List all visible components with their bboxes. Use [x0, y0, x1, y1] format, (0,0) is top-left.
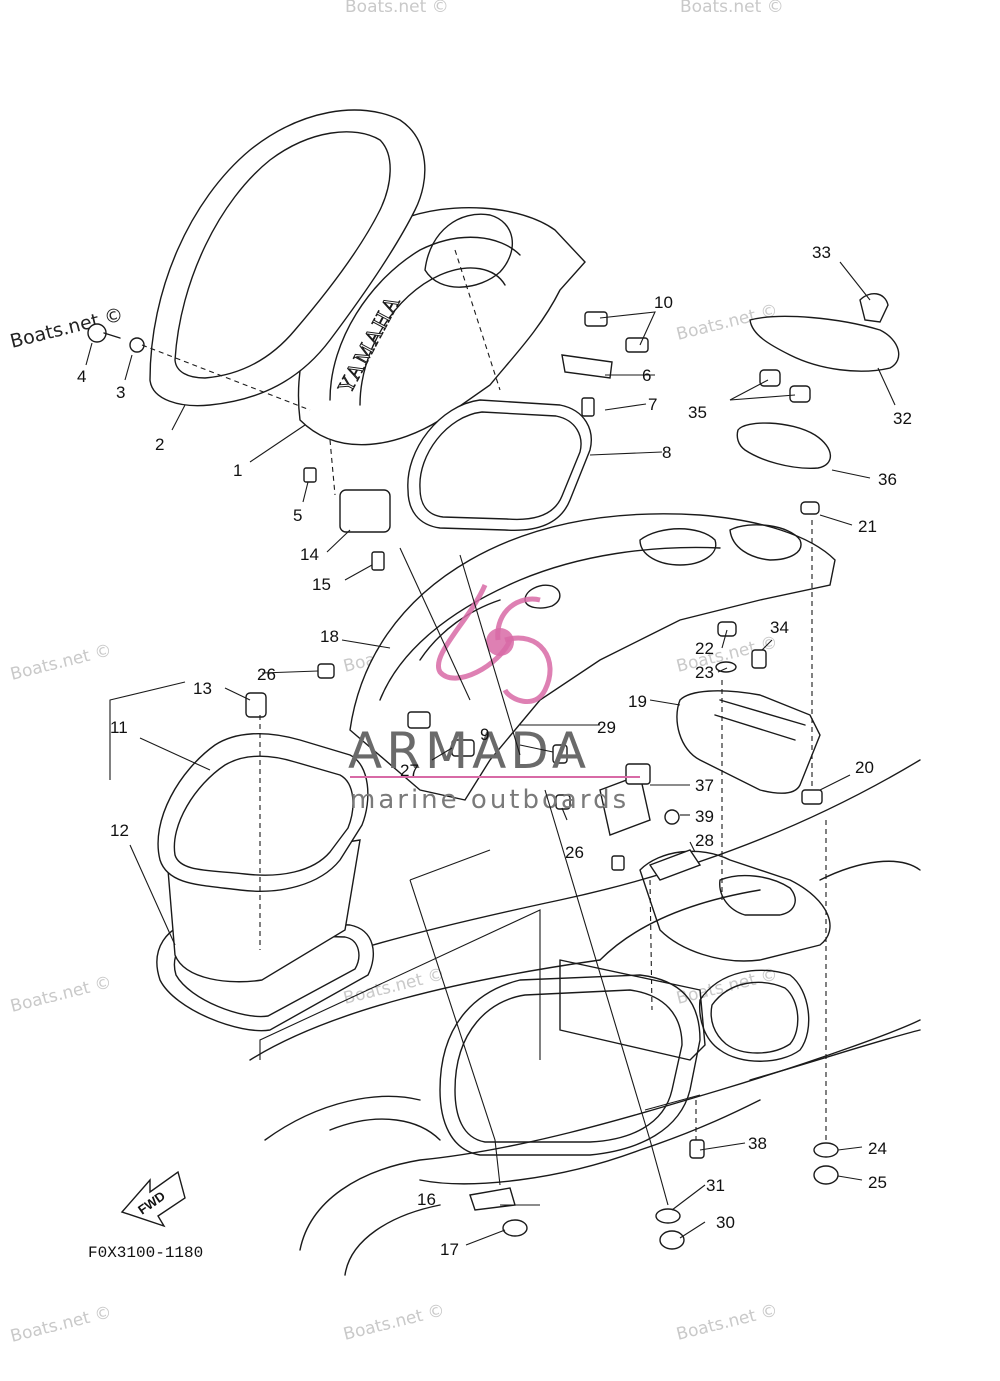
watermark-text: Boats.net © [680, 0, 784, 17]
watermark-text: Boats.net © [8, 972, 113, 1016]
watermark-text: Boats.net © [8, 640, 113, 684]
watermark-text: Boats.net © [345, 0, 449, 17]
callout-8: 8 [662, 443, 671, 462]
callout-9: 9 [480, 725, 489, 744]
callout-3: 3 [116, 383, 125, 402]
leader-lines [85, 261, 896, 1246]
drawing-code: F0X3100-1180 [88, 1244, 203, 1262]
callout-38: 38 [748, 1134, 767, 1153]
callout-28: 28 [695, 831, 714, 850]
brand-tagline: marine outboards [350, 785, 629, 815]
watermark-primary: Boats.net © [8, 303, 126, 352]
callout-12: 12 [110, 821, 129, 840]
storage-bin [156, 732, 375, 1032]
callout-29: 29 [597, 718, 616, 737]
callout-5: 5 [293, 506, 302, 525]
callout-27: 27 [400, 761, 419, 780]
callout-6: 6 [642, 366, 651, 385]
callout-21: 21 [858, 517, 877, 536]
callout-26-lower: 26 [565, 843, 584, 862]
callout-15: 15 [312, 575, 331, 594]
callout-30: 30 [716, 1213, 735, 1232]
rear-cover [736, 315, 900, 469]
gasket-8 [407, 399, 592, 532]
callout-10: 10 [654, 293, 673, 312]
callout-23: 23 [695, 663, 714, 682]
callout-39: 39 [695, 807, 714, 826]
glove-box [676, 690, 821, 794]
callout-37: 37 [695, 776, 714, 795]
callout-11: 11 [110, 718, 128, 737]
callout-31: 31 [706, 1176, 725, 1195]
callout-7: 7 [648, 395, 657, 414]
callout-22: 22 [695, 639, 714, 658]
callout-32: 32 [893, 409, 912, 428]
callout-14: 14 [300, 545, 319, 564]
callout-1: 1 [233, 461, 242, 480]
callout-2: 2 [155, 435, 164, 454]
callout-4: 4 [77, 367, 86, 386]
visor [149, 109, 426, 407]
assembly-lines [141, 249, 827, 1140]
brand-name: ARMADA [348, 722, 590, 780]
watermark-text: Boats.net © [341, 1300, 446, 1344]
callout-13: 13 [193, 679, 212, 698]
callout-20: 20 [855, 758, 874, 777]
callout-26-upper: 26 [257, 665, 276, 684]
callout-36: 36 [878, 470, 897, 489]
watermark-text: Boats.net © [8, 1302, 113, 1346]
callout-18: 18 [320, 627, 339, 646]
callout-35: 35 [688, 403, 707, 422]
rear-deck-panel [349, 513, 836, 801]
hardware [87, 293, 889, 1250]
callout-24: 24 [868, 1139, 887, 1158]
callout-19: 19 [628, 692, 647, 711]
callouts: 1 2 3 4 5 6 7 8 9 10 11 12 13 14 15 16 1… [77, 243, 912, 1259]
callout-34: 34 [770, 618, 789, 637]
callout-16: 16 [417, 1190, 436, 1209]
callout-33: 33 [812, 243, 831, 262]
fwd-indicator: FWD [120, 1170, 186, 1228]
callout-17: 17 [440, 1240, 459, 1259]
watermark-text: Boats.net © [674, 1300, 779, 1344]
callout-25: 25 [868, 1173, 887, 1192]
